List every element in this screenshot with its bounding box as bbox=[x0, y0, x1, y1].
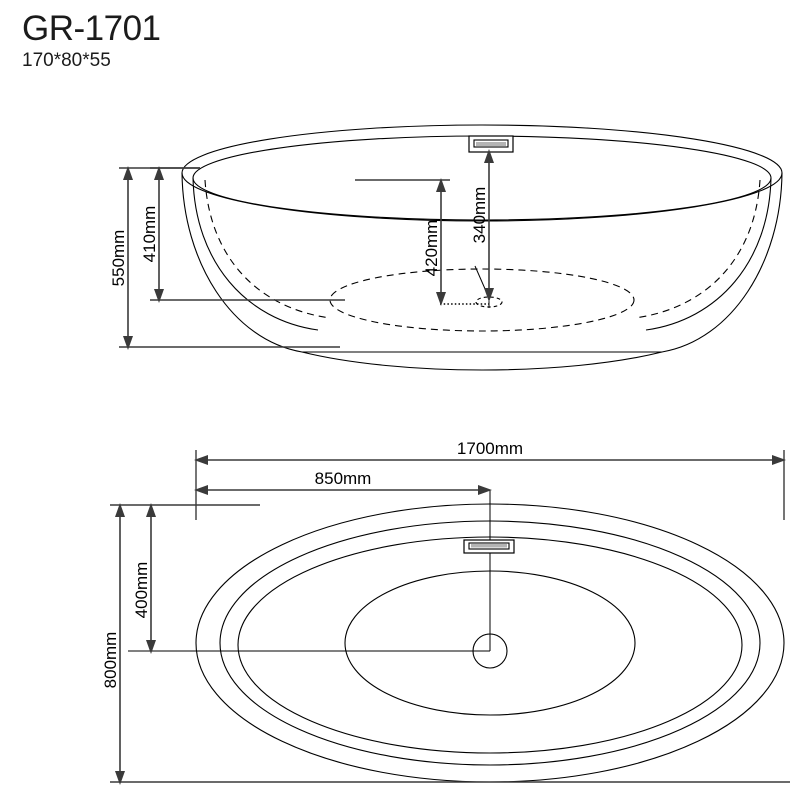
dim-label-depth-to-drain: 420mm bbox=[422, 220, 441, 277]
tub-outer-body bbox=[181, 172, 783, 353]
arrowhead-340-top bbox=[484, 149, 494, 163]
arrowhead-550-bottom bbox=[123, 336, 133, 350]
tub-base-bottom bbox=[301, 351, 663, 371]
tub-hidden-wall-right bbox=[634, 179, 761, 319]
page-title: GR-1701 bbox=[22, 9, 161, 48]
overflow-fitting-plan bbox=[463, 539, 515, 554]
page-subtitle: 170*80*55 bbox=[22, 50, 111, 71]
overflow-fitting-elevation bbox=[468, 135, 514, 153]
tub-bowl-bottom-hidden bbox=[329, 268, 635, 332]
arrowhead-410-top bbox=[154, 166, 164, 180]
arrowhead-420-bottom bbox=[436, 292, 446, 306]
arrowhead-850-right bbox=[478, 485, 492, 495]
dim-label-width-overall: 800mm bbox=[101, 632, 120, 689]
arrowhead-400-bottom bbox=[146, 640, 156, 654]
dim-label-length-overall: 1700mm bbox=[457, 439, 523, 458]
arrowhead-550-top bbox=[123, 166, 133, 180]
arrowhead-850-left bbox=[194, 485, 208, 495]
dim-label-width-half: 400mm bbox=[132, 562, 151, 619]
arrowhead-400-top bbox=[146, 503, 156, 517]
plan-view: 1700mm 850mm 800mm 400mm bbox=[101, 439, 790, 785]
tub-inner-wall-left bbox=[192, 177, 319, 331]
dim-label-length-half: 850mm bbox=[315, 469, 372, 488]
tub-hidden-wall-left bbox=[204, 179, 331, 319]
dim-label-overflow-height: 340mm bbox=[470, 187, 489, 244]
dim-label-height-inner-rim: 410mm bbox=[140, 206, 159, 263]
tub-inner-wall-right bbox=[645, 177, 772, 331]
arrowhead-800-bottom bbox=[115, 771, 125, 785]
arrowhead-800-top bbox=[115, 503, 125, 517]
arrowhead-1700-right bbox=[772, 455, 786, 465]
arrowhead-340-bottom bbox=[484, 288, 494, 302]
dim-label-height-overall: 550mm bbox=[109, 230, 128, 287]
arrowhead-420-top bbox=[436, 178, 446, 192]
title-block: GR-1701 170*80*55 bbox=[22, 10, 161, 72]
arrowhead-1700-left bbox=[194, 455, 208, 465]
arrowhead-410-bottom bbox=[154, 289, 164, 303]
elevation-view: 550mm 410mm 420mm 340mm bbox=[109, 124, 783, 371]
